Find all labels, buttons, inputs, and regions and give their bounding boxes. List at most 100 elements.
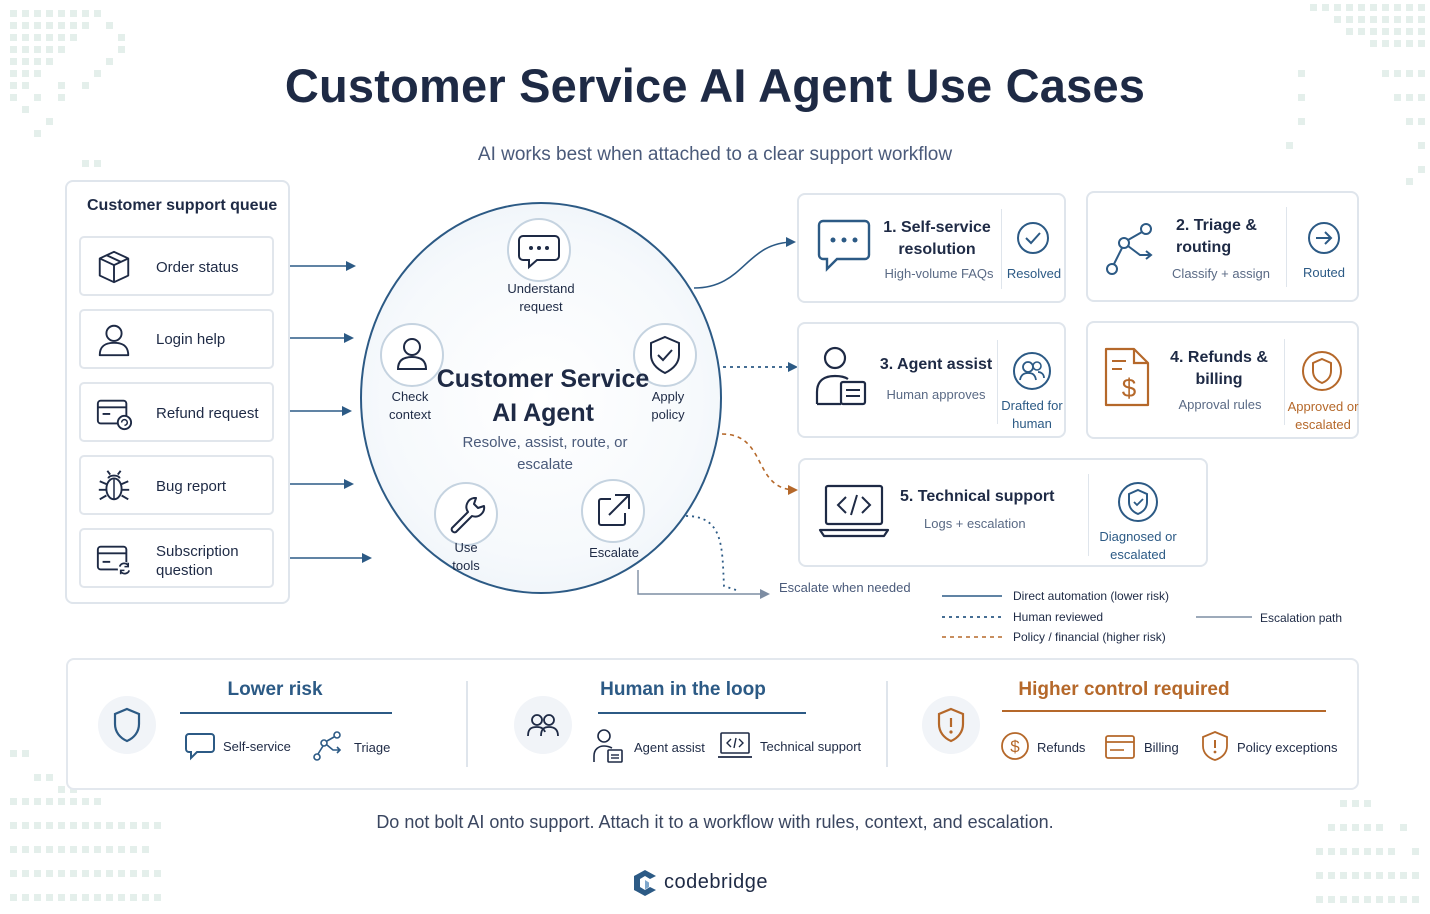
risk-panel [66,658,1359,790]
use-case-card-refunds-billing[interactable]: $ 4. Refunds & billing Approval rules Ap… [1086,321,1359,439]
use-case-card-triage[interactable]: 2. Triage & routing Classify + assign Ro… [1086,191,1359,302]
use-tools-node [434,482,498,546]
understand-request-node [507,218,571,282]
svg-text:$: $ [1122,373,1137,403]
decor-dots-bottom-left [0,750,170,914]
flow-escalate-dotted [685,515,737,591]
agent-person-icon [593,729,623,763]
queue-item-bug-report[interactable]: Bug report [79,455,274,515]
routing-icon [313,731,342,761]
laptop-code-icon [818,484,890,538]
lower-risk-item: Self-service [223,739,291,754]
card-title: 4. Refunds & billing [1170,349,1268,388]
user-icon [98,324,130,357]
legend-policy-label: Policy / financial (higher risk) [1013,630,1166,644]
legend-human-label: Human reviewed [1013,610,1104,624]
wrench-icon [450,497,486,534]
card-title: 5. Technical support [900,488,1055,505]
svg-text:$: $ [1010,737,1020,756]
dollar-circle-icon: $ [1001,732,1029,760]
use-case-card-agent-assist[interactable]: 3. Agent assist Human approves Drafted f… [797,322,1066,438]
flow-escalation-path [637,570,770,599]
lower-risk-item: Triage [354,740,391,755]
queue-item-login-help[interactable]: Login help [79,309,274,369]
apply-policy-node [633,323,697,387]
card-subtitle: Logs + escalation [924,516,1026,531]
card-status: Diagnosed or escalated [1099,529,1177,562]
page-subtitle: AI works best when attached to a clear s… [477,144,953,165]
chat-bubble-icon [185,733,215,761]
external-link-icon [598,494,630,526]
refund-card-icon [96,399,133,431]
legend-direct-label: Direct automation (lower risk) [1013,589,1170,603]
human-loop-title: Human in the loop [600,679,766,700]
invoice-dollar-icon: $ [1104,347,1150,407]
queue-item-label: Bug report [156,478,227,495]
chat-bubble-icon [518,235,560,270]
person-icon [396,338,428,370]
human-loop-item: Agent assist [634,740,705,755]
use-case-card-technical-support[interactable]: 5. Technical support Logs + escalation D… [798,458,1208,567]
card-status: Drafted for human [1001,398,1063,431]
shield-check-circle-icon [1118,482,1158,522]
routing-icon [1106,223,1153,275]
card-status: Approved or escalated [1287,399,1359,432]
queue-title: Customer support queue [87,197,278,214]
card-title: 3. Agent assist [879,356,993,373]
apply-policy-label: Apply policy [651,389,685,422]
card-subtitle: Approval rules [1178,397,1262,412]
legend-escalation-label: Escalation path [1260,611,1343,625]
higher-control-title: Higher control required [1018,679,1230,700]
chat-bubble-icon [817,219,871,272]
human-loop-item: Technical support [760,739,862,754]
hub-subtitle: Resolve, assist, route, or escalate [462,434,628,473]
card-status: Resolved [1006,266,1062,281]
queue-item-refund-request[interactable]: Refund request [79,382,274,442]
higher-control-item: Refunds [1037,740,1086,755]
shield-icon [113,707,141,743]
page-title: Customer Service AI Agent Use Cases [284,59,1146,112]
queue-item-label: Order status [156,259,239,276]
lower-risk-badge [98,696,156,754]
check-circle-icon [1017,222,1049,254]
card-icon [1105,735,1135,759]
codebridge-logo-icon [634,870,656,896]
queue-item-label: Login help [156,331,226,348]
card-status: Routed [1303,265,1345,280]
higher-control-item: Policy exceptions [1237,740,1338,755]
agent-person-icon [815,346,867,406]
shield-alert-icon [1202,731,1228,761]
escalate-label: Escalate [589,545,639,560]
card-title: 2. Triage & routing [1176,217,1257,256]
box-icon [98,250,130,284]
flow-direct-to-card1 [693,237,796,289]
hub-title: Customer Service AI Agent [436,365,650,427]
check-context-label: Check context [389,389,431,422]
brand-name: codebridge [664,871,768,893]
higher-control-item: Billing [1144,740,1179,755]
shield-circle-icon [1302,351,1342,391]
lower-risk-title: Lower risk [227,679,323,700]
people-icon [527,714,559,737]
card-subtitle: High-volume FAQs [884,266,994,281]
human-loop-badge [514,696,572,754]
understand-request-label: Understand request [507,281,575,314]
laptop-code-icon [718,732,752,758]
card-subtitle: Human approves [886,387,986,402]
queue-item-order-status[interactable]: Order status [79,236,274,296]
flow-policy-to-card5 [721,433,798,495]
card-subtitle: Classify + assign [1172,266,1270,281]
check-context-node [380,323,444,387]
shield-alert-icon [937,707,965,743]
use-case-card-self-service[interactable]: 1. Self-service resolution High-volume F… [797,193,1066,303]
higher-control-badge [922,696,980,754]
escalate-node [581,479,645,543]
escalate-note: Escalate when needed [779,580,911,595]
use-tools-label: Use tools [452,540,480,573]
decor-dots-top-left [0,0,150,170]
subscription-card-icon [96,545,132,576]
people-circle-icon [1013,352,1051,390]
queue-item-subscription[interactable]: Subscription question [79,528,274,588]
queue-item-label: Refund request [156,405,259,422]
decor-dots-bottom-right [1300,790,1430,914]
